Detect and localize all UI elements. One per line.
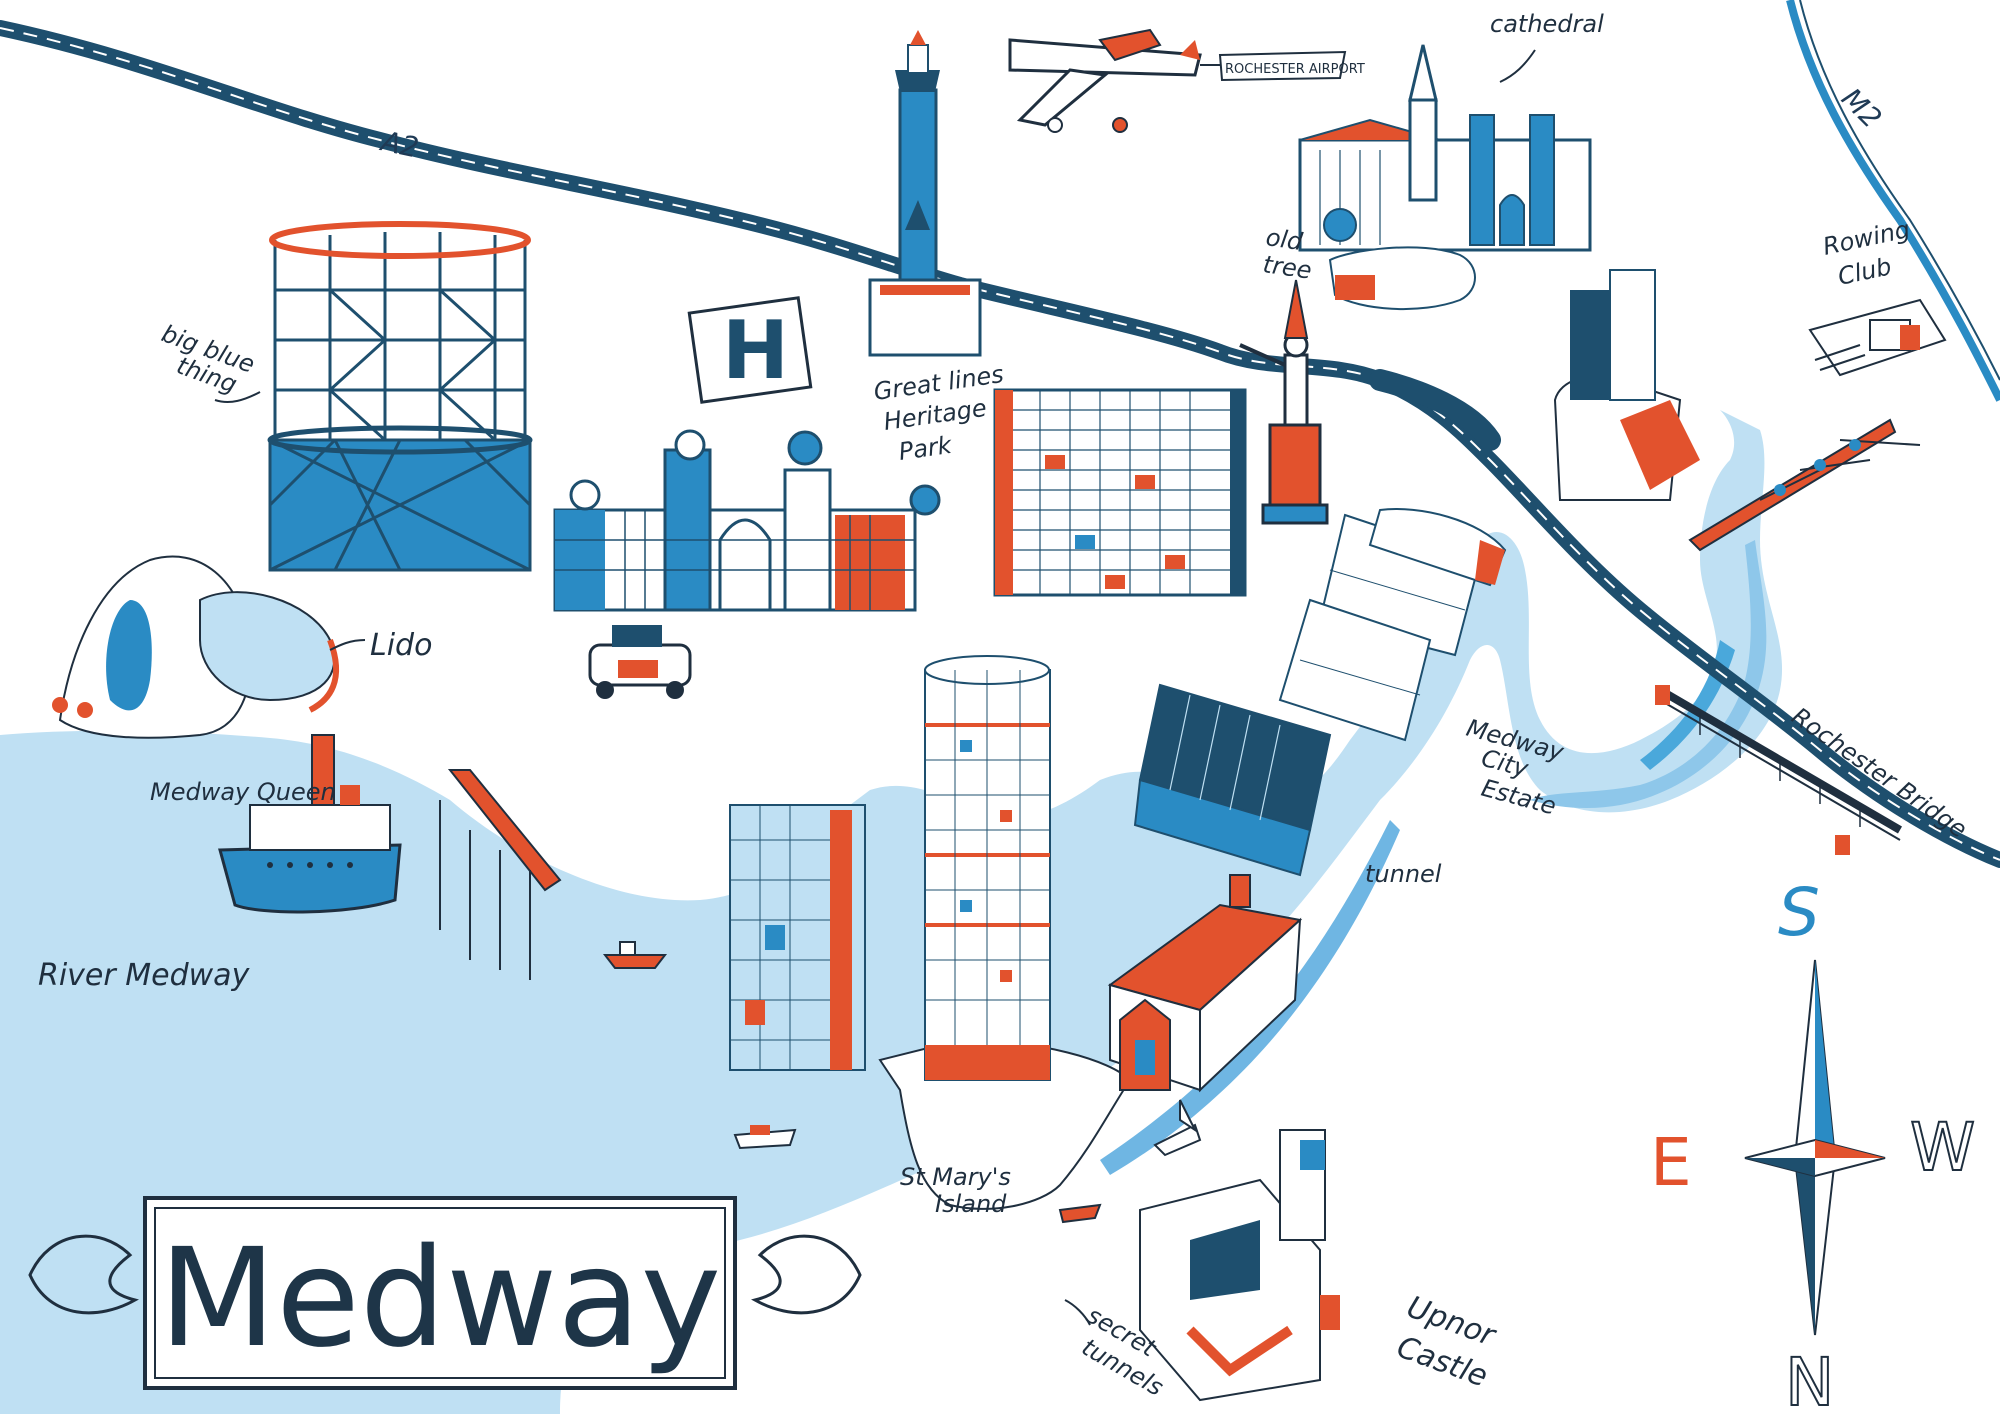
great-lines-heritage-park-label: Great lines Heritage Park [872, 360, 1005, 466]
label-rowing-club-line1: Rowing [1820, 215, 1912, 261]
glass-tower-icon [729, 804, 866, 1071]
bridge-icon [1655, 685, 1903, 855]
label-rowing-club-line2: Club [1835, 252, 1894, 291]
tree-icon [1323, 208, 1357, 242]
label-old-tree-line2: tree [1261, 250, 1313, 285]
boat-icon [602, 941, 668, 969]
helipad-letter: H [722, 304, 789, 397]
gas-holder-icon [267, 221, 533, 572]
label-medway-queen: Medway Queen [150, 778, 336, 806]
boat-icon [1058, 1203, 1102, 1224]
castle-icon [1139, 1129, 1340, 1402]
rochester-airport-banner: ROCHESTER AIRPORT [1200, 50, 1365, 82]
boat-icon [1153, 1099, 1202, 1157]
label-great-lines-line1: Great lines [872, 360, 1005, 406]
scroll-ornament-icon [751, 1234, 862, 1315]
arrow-icon [1064, 1299, 1091, 1326]
rowing-boat-icon [1688, 418, 1921, 552]
compass-rose-icon [1744, 959, 1886, 1336]
town-hall-icon [553, 429, 941, 612]
road-label-a2: A2 [377, 124, 422, 164]
tower-block-icon [993, 388, 1247, 597]
road-m2 [1786, 0, 2000, 402]
label-great-lines-line3: Park [897, 431, 954, 466]
glass-tower-icon [1553, 269, 1700, 501]
st-marys-island [878, 1038, 1132, 1210]
pier-icon [439, 769, 562, 980]
round-tower-icon [924, 655, 1051, 1081]
cathedral-icon [1298, 44, 1592, 311]
big-blue-thing-label: big blue thing [158, 319, 261, 403]
statue-icon [1239, 279, 1329, 525]
airplane-icon [1008, 28, 1202, 133]
lido-icon [52, 555, 340, 739]
dockyard-shed-icon [1133, 683, 1332, 877]
label-old-tree-line1: old [1264, 223, 1305, 256]
label-lido: Lido [370, 628, 432, 663]
road-a2 [0, 20, 2000, 868]
paddle-steamer-icon [218, 734, 402, 914]
label-st-marys-line2: Island [935, 1190, 1007, 1218]
label-river-medway: River Medway [38, 958, 251, 993]
boat-icon [733, 1125, 797, 1150]
label-cathedral: cathedral [1490, 10, 1604, 38]
rowing-club-icon [1808, 298, 1947, 377]
compass-letter-left: E [1650, 1124, 1692, 1201]
tank-icon [588, 625, 692, 699]
arrow-icon [329, 639, 366, 651]
label-rochester-airport: ROCHESTER AIRPORT [1225, 62, 1365, 77]
label-tunnel: tunnel [1365, 860, 1442, 888]
arrow-icon [214, 391, 261, 403]
tower-monument-icon [868, 30, 982, 357]
compass-letter-bottom: N [1785, 1344, 1834, 1414]
map-title: Medway [159, 1220, 721, 1378]
helipad-icon: H [687, 296, 813, 404]
scroll-ornament-icon [28, 1234, 139, 1315]
compass-letter-top: S [1778, 874, 1820, 951]
dockyard-shed-icon [1278, 508, 1507, 742]
dock-building-icon [1107, 874, 1303, 1093]
compass-letter-right: W [1910, 1109, 1975, 1186]
title-cartouche: Medway [28, 1196, 862, 1390]
arrow-icon [1499, 49, 1536, 83]
label-st-marys-line1: St Mary's [900, 1163, 1011, 1191]
